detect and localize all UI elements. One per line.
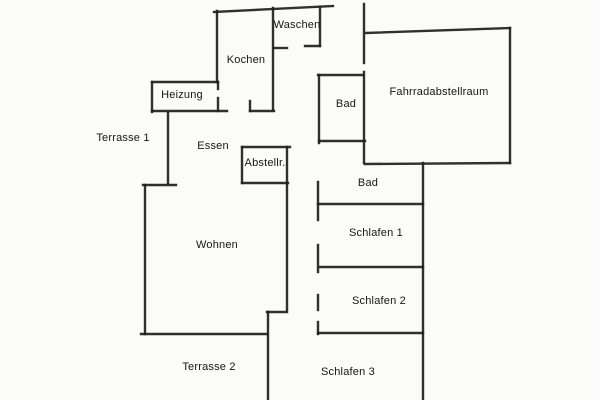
room-label-kochen: Kochen (226, 54, 266, 66)
room-label-schlafen-2: Schlafen 2 (352, 295, 406, 307)
room-label-terrasse-2: Terrasse 2 (182, 361, 236, 373)
wall-segment (363, 161, 512, 166)
room-label-heizung: Heizung (161, 89, 203, 101)
room-label-schlafen-1: Schlafen 1 (349, 227, 403, 239)
room-label-essen: Essen (197, 140, 229, 152)
room-label-terrasse-1: Terrasse 1 (96, 132, 150, 144)
room-label-bad-upper: Bad (335, 98, 357, 110)
room-label-fahrradabstellraum: Fahrradabstellraum (389, 86, 489, 98)
wall-lines (139, 2, 512, 400)
room-label-waschen: Waschen (273, 19, 321, 31)
room-label-abstellraum: Abstellr. (244, 157, 286, 169)
wall-segment (364, 26, 512, 35)
room-label-schlafen-3: Schlafen 3 (321, 366, 375, 378)
room-label-wohnen: Wohnen (196, 239, 238, 251)
room-label-bad-lower: Bad (357, 177, 379, 189)
